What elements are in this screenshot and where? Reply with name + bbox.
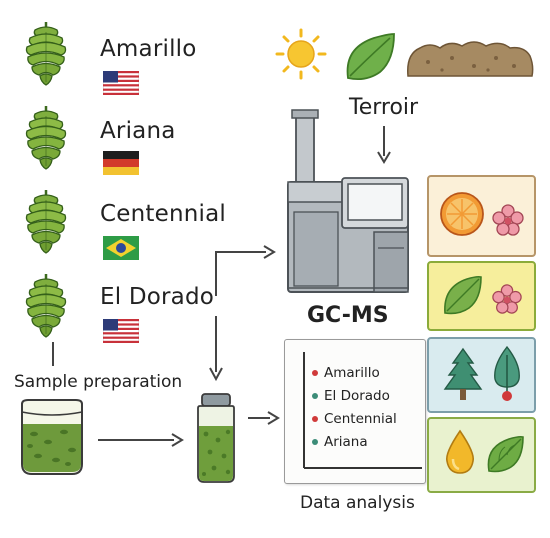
legend-marker <box>312 369 318 376</box>
us-flag-icon <box>103 319 139 343</box>
leaf-icon <box>346 33 395 81</box>
soil-icon <box>407 41 534 77</box>
hop-row-el-dorado <box>18 272 74 340</box>
data-analysis-card <box>284 339 426 484</box>
legend-item: Centennial <box>312 407 397 430</box>
terroir-label: Terroir <box>349 95 419 120</box>
hop-beaker-icon <box>21 399 83 475</box>
arrow-down <box>377 126 391 164</box>
leaf-icon <box>487 435 524 473</box>
aroma-panel-woody <box>427 337 536 413</box>
hop-row-ariana <box>18 104 74 172</box>
legend-item: Amarillo <box>312 361 397 384</box>
aroma-panel-herbal <box>427 261 536 331</box>
legend-label: Centennial <box>324 410 397 427</box>
aroma-panel-citrus <box>427 175 536 257</box>
hop-cone-icon <box>25 272 67 339</box>
oil-drop-icon <box>445 429 475 474</box>
hop-row-amarillo <box>18 20 74 88</box>
arrow-right <box>248 411 280 425</box>
leaf-icon <box>444 275 482 315</box>
hop-cone-icon <box>25 188 67 255</box>
axes-icon <box>303 352 422 469</box>
germany-flag-icon <box>103 151 139 175</box>
hop-row-centennial <box>18 188 74 256</box>
aroma-panel-spicy <box>427 417 536 493</box>
legend: Amarillo El Dorado Centennial Ariana <box>312 361 397 453</box>
hop-cone-icon <box>25 20 67 87</box>
sample-vial-icon <box>197 393 235 483</box>
legend-item: El Dorado <box>312 384 397 407</box>
flower-icon <box>492 204 524 236</box>
legend-item: Ariana <box>312 430 397 453</box>
us-flag-icon <box>103 71 139 95</box>
legend-label: Amarillo <box>324 364 380 381</box>
tree-icon <box>494 345 520 401</box>
hop-name: Centennial <box>100 201 226 227</box>
brazil-flag-icon <box>103 236 139 260</box>
hop-name: Ariana <box>100 118 176 144</box>
connector-line <box>52 342 54 366</box>
sun-icon <box>275 28 327 80</box>
flow-arrows <box>209 245 276 382</box>
gc-ms-label: GC-MS <box>307 303 389 328</box>
data-analysis-label: Data analysis <box>300 493 415 513</box>
sample-preparation-label: Sample preparation <box>14 372 183 392</box>
hop-name: El Dorado <box>100 284 215 310</box>
legend-label: El Dorado <box>324 387 390 404</box>
legend-label: Ariana <box>324 433 368 450</box>
legend-marker <box>312 392 318 399</box>
arrow-right <box>98 433 184 447</box>
hop-name: Amarillo <box>100 36 197 62</box>
orange-icon <box>440 192 484 236</box>
hop-cone-icon <box>25 104 67 171</box>
legend-marker <box>312 415 318 422</box>
pine-tree-icon <box>443 347 483 400</box>
flower-icon <box>492 284 522 314</box>
gc-ms-instrument-icon <box>287 109 409 293</box>
legend-marker <box>312 438 318 445</box>
